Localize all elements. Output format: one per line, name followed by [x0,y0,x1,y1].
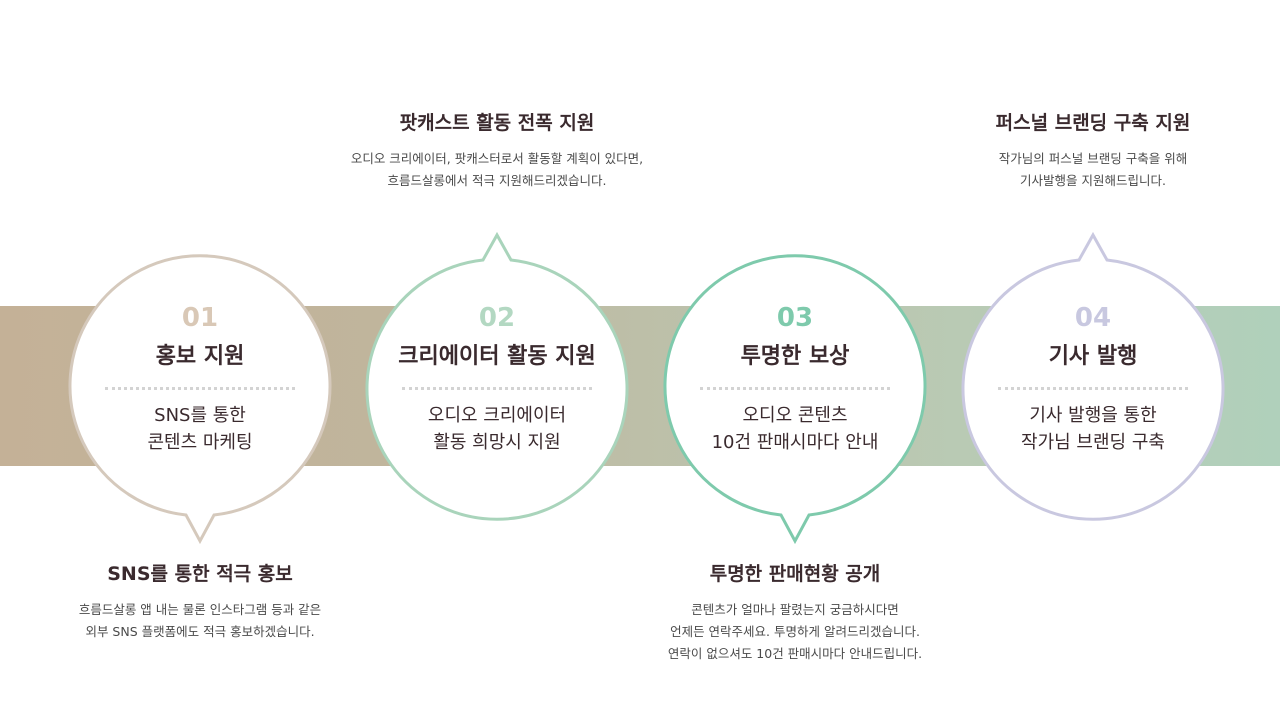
step-number: 03 [776,303,814,333]
step-title: 기사 발행 [1048,344,1138,369]
step-4-content: 04 기사 발행 기사 발행을 통한 작가님 브랜딩 구축 [978,303,1208,456]
step-description-line: 기사 발행을 통한 [1029,405,1157,426]
step-3-callout: 투명한 판매현황 공개 콘텐츠가 얼마나 팔렸는지 궁금하시다면 언제든 연락주… [595,561,995,665]
step-2-content: 02 크리에이터 활동 지원 오디오 크리에이터 활동 희망시 지원 [382,303,612,456]
callout-body: 흐름드살롱 앱 내는 물론 인스타그램 등과 같은 외부 SNS 플랫폼에도 적… [0,599,400,643]
callout-line: 연락이 없으셔도 10건 판매시마다 안내드립니다. [667,646,923,661]
callout-line: 기사발행을 지원해드립니다. [1020,173,1166,188]
step-description: 오디오 콘텐츠 10건 판매시마다 안내 [680,402,910,456]
step-title: 크리에이터 활동 지원 [398,344,596,369]
step-2-bubble [365,231,629,521]
callout-line: 언제든 연락주세요. 투명하게 알려드리겠습니다. [670,624,920,639]
dotted-divider [402,387,592,390]
callout-body: 오디오 크리에이터, 팟캐스터로서 활동할 계획이 있다면, 흐름드살롱에서 적… [297,148,697,192]
step-number: 02 [478,303,516,333]
callout-body: 작가님의 퍼스널 브랜딩 구축을 위해 기사발행을 지원해드립니다. [893,148,1280,192]
step-title: 홍보 지원 [155,344,245,369]
step-description-line: 콘텐츠 마케팅 [147,432,253,453]
step-number: 04 [1074,303,1112,333]
callout-line: 콘텐츠가 얼마나 팔렸는지 궁금하시다면 [691,602,899,617]
callout-line: 작가님의 퍼스널 브랜딩 구축을 위해 [998,151,1188,166]
callout-title: 팟캐스트 활동 전폭 지원 [399,112,595,134]
callout-title: 투명한 판매현황 공개 [709,563,881,585]
step-description: 오디오 크리에이터 활동 희망시 지원 [382,402,612,456]
callout-line: 외부 SNS 플랫폼에도 적극 홍보하겠습니다. [85,624,315,639]
step-4-bubble [961,231,1225,521]
callout-line: 흐름드살롱 앱 내는 물론 인스타그램 등과 같은 [78,602,322,617]
step-description-line: 오디오 콘텐츠 [742,405,848,426]
step-number: 01 [181,303,219,333]
step-description-line: SNS를 통한 [154,405,246,426]
dotted-divider [700,387,890,390]
step-description-line: 10건 판매시마다 안내 [711,432,879,453]
dotted-divider [998,387,1188,390]
step-title: 투명한 보상 [740,344,850,369]
step-description: 기사 발행을 통한 작가님 브랜딩 구축 [978,402,1208,456]
step-3-bubble [663,254,927,545]
callout-body: 콘텐츠가 얼마나 팔렸는지 궁금하시다면 언제든 연락주세요. 투명하게 알려드… [595,599,995,665]
step-3-content: 03 투명한 보상 오디오 콘텐츠 10건 판매시마다 안내 [680,303,910,456]
callout-title: 퍼스널 브랜딩 구축 지원 [995,112,1191,134]
callout-line: 오디오 크리에이터, 팟캐스터로서 활동할 계획이 있다면, [350,151,644,166]
step-1-bubble [68,254,332,545]
step-4-callout: 퍼스널 브랜딩 구축 지원 작가님의 퍼스널 브랜딩 구축을 위해 기사발행을 … [893,110,1280,192]
step-description-line: 작가님 브랜딩 구축 [1021,432,1165,453]
step-description: SNS를 통한 콘텐츠 마케팅 [85,402,315,456]
step-1-content: 01 홍보 지원 SNS를 통한 콘텐츠 마케팅 [85,303,315,456]
callout-line: 흐름드살롱에서 적극 지원해드리겠습니다. [387,173,607,188]
step-description-line: 활동 희망시 지원 [433,432,561,453]
dotted-divider [105,387,295,390]
step-1-callout: SNS를 통한 적극 홍보 흐름드살롱 앱 내는 물론 인스타그램 등과 같은 … [0,561,400,643]
step-description-line: 오디오 크리에이터 [427,405,567,426]
callout-title: SNS를 통한 적극 홍보 [107,563,293,585]
step-2-callout: 팟캐스트 활동 전폭 지원 오디오 크리에이터, 팟캐스터로서 활동할 계획이 … [297,110,697,192]
